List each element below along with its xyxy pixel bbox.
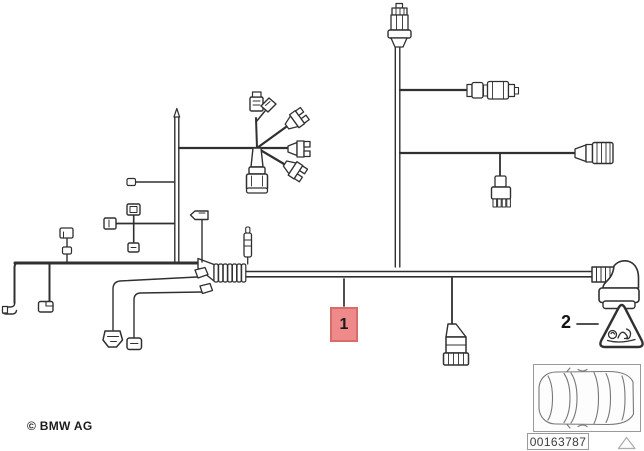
- cross-branch: [103, 203, 175, 253]
- callout-2-label[interactable]: 2: [560, 311, 571, 332]
- cross-top-connector: [126, 203, 141, 216]
- trapezoid-connector: [102, 330, 124, 348]
- car-top-view-icon: [538, 367, 635, 429]
- copyright-text: © BMW AG: [27, 419, 93, 433]
- main-trunk-wire: [13, 257, 595, 283]
- fork-connector: [281, 106, 311, 134]
- vertical-stem-wire: [126, 107, 181, 264]
- right-vertical-wire: [394, 46, 401, 268]
- spade-terminal: [260, 97, 277, 113]
- fork-connector: [279, 156, 309, 183]
- marten-warning-icon[interactable]: [599, 303, 644, 349]
- corner-triangle-icon: [617, 436, 636, 450]
- image-number: 00163787: [529, 434, 587, 449]
- corrugated-tube: [213, 263, 247, 283]
- star-junction-breakout: [177, 91, 311, 194]
- main-plug-elbow-connector: [591, 259, 640, 310]
- small-plug-connector: [249, 91, 264, 112]
- callout-1-label: 1: [339, 315, 349, 333]
- square-connector: [126, 337, 143, 351]
- ignition-coil-connector: [387, 2, 412, 48]
- upper-right-branch: [398, 80, 520, 100]
- car-thumbnail-box[interactable]: [533, 364, 641, 432]
- throttle-connector: [442, 277, 470, 366]
- lower-pigtail-wires: [102, 266, 214, 351]
- flag-connector: [189, 210, 209, 263]
- fork-connector: [287, 140, 311, 158]
- left-branch-wires: [1, 227, 74, 315]
- injector-connector: [490, 175, 512, 208]
- round-sensor-connector: [245, 147, 269, 194]
- inline-cylindrical-connector: [466, 80, 520, 100]
- callout-1-highlight[interactable]: 1: [330, 307, 358, 342]
- hook-terminal-connector: [1, 301, 18, 315]
- clip-connector: [37, 300, 54, 313]
- pin-sensor-connector: [243, 226, 253, 265]
- mid-right-branch: [398, 141, 614, 208]
- cross-left-connector: [103, 217, 117, 230]
- image-number-box: 00163787: [527, 433, 589, 450]
- pigtail-terminal: [59, 227, 74, 264]
- cross-bottom-connector: [127, 242, 140, 253]
- oxygen-sensor-connector: [574, 141, 614, 165]
